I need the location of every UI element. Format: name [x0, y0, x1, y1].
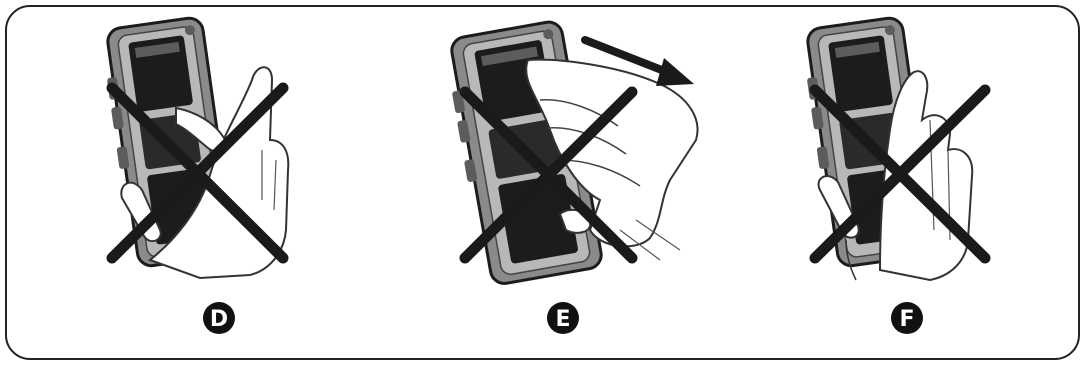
panel-d-label-badge: D — [203, 302, 235, 334]
panel-f-label: F — [899, 307, 914, 332]
panel-e-label: E — [555, 307, 570, 332]
panel-f-label-badge: F — [891, 302, 923, 334]
panel-d-label: D — [210, 307, 228, 332]
panel-e-label-badge: E — [547, 302, 579, 334]
